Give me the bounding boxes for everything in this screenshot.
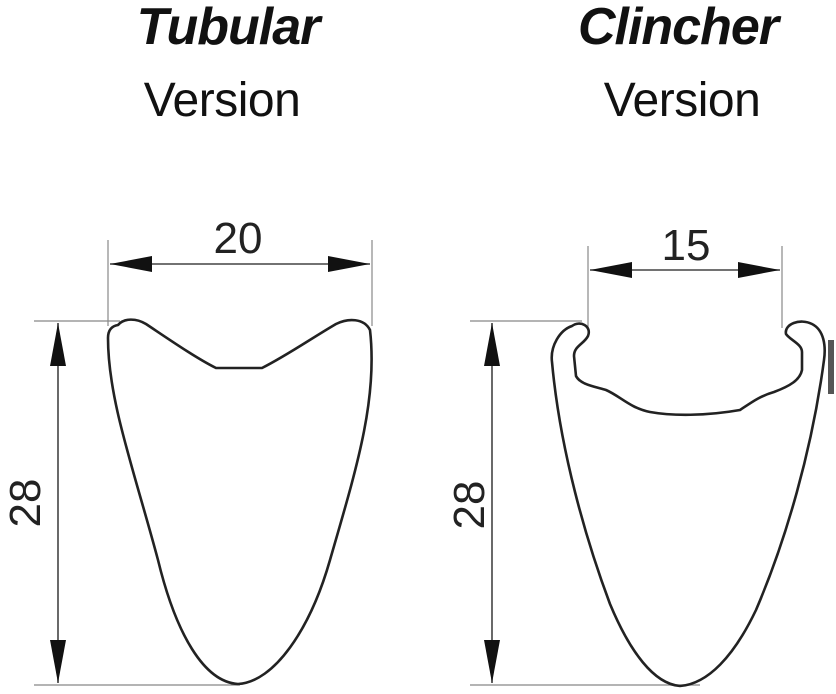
tubular-version-label: Version xyxy=(144,74,301,127)
clincher-edge-mark xyxy=(828,340,834,394)
tubular-height-arrow-top xyxy=(50,323,66,366)
tubular-width-arrow-left xyxy=(110,256,152,272)
clincher-width-label: 15 xyxy=(662,221,711,270)
tubular-section: Tubular Version 20 28 xyxy=(1,0,373,686)
clincher-width-arrow-right xyxy=(738,262,780,278)
tubular-height-label: 28 xyxy=(1,479,50,528)
tubular-title: Tubular xyxy=(137,0,323,56)
clincher-title: Clincher xyxy=(578,0,782,56)
tubular-width-label: 20 xyxy=(214,214,263,263)
tubular-height-arrow-bottom xyxy=(50,640,66,683)
tubular-rim-profile xyxy=(106,318,373,686)
clincher-height-arrow-top xyxy=(484,323,500,366)
clincher-rim-profile xyxy=(550,320,826,688)
clincher-width-arrow-left xyxy=(590,262,632,278)
clincher-height-arrow-bottom xyxy=(484,640,500,683)
clincher-version-label: Version xyxy=(604,74,761,127)
clincher-section: Clincher Version 15 28 xyxy=(445,0,834,688)
clincher-height-label: 28 xyxy=(445,481,494,530)
tubular-width-arrow-right xyxy=(328,256,370,272)
